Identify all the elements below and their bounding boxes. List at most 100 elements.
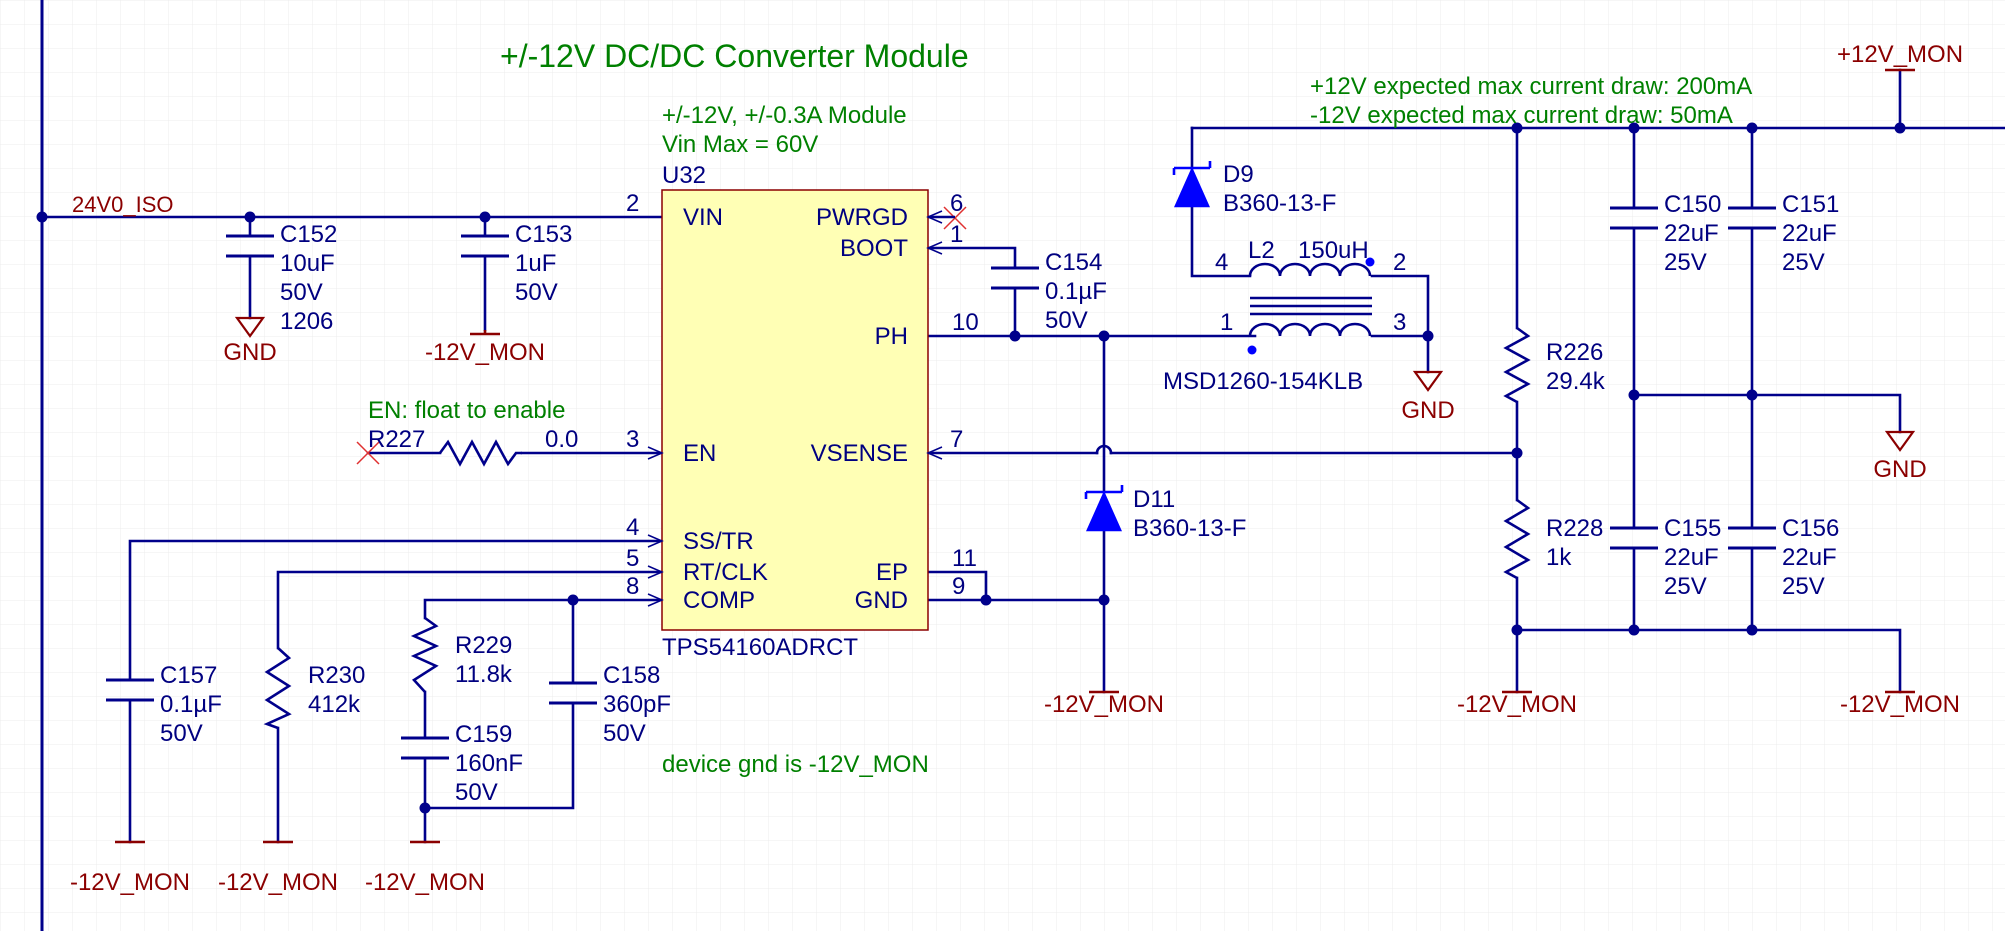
c152-ref: C152 — [280, 221, 337, 248]
neg12-label-c153: -12V_MON — [425, 339, 545, 366]
pin-ph-name: PH — [875, 323, 908, 350]
pin-pwrgd-name: PWRGD — [816, 204, 908, 231]
c150-voltage: 25V — [1664, 249, 1707, 276]
ic-ref-label: U32 — [662, 162, 706, 189]
resistor-zigzags — [263, 326, 1531, 730]
d11-ref: D11 — [1133, 486, 1175, 513]
c155-voltage: 25V — [1664, 573, 1707, 600]
pin-gnd-name: GND — [855, 587, 908, 614]
r230-value: 412k — [308, 691, 361, 718]
net-label-24v0-iso: 24V0_ISO — [72, 192, 174, 217]
d11-symbol — [1085, 490, 1123, 532]
current-note-2: -12V expected max current draw: 50mA — [1310, 102, 1733, 129]
gnd-label-l2: GND — [1401, 397, 1454, 424]
neg12-label-c157: -12V_MON — [70, 869, 190, 896]
neg12-label-c159: -12V_MON — [365, 869, 485, 896]
l2-pin-2: 2 — [1393, 249, 1406, 276]
c158-ref: C158 — [603, 662, 660, 689]
c157-ref: C157 — [160, 662, 217, 689]
inductor-l2 — [1248, 262, 1372, 337]
c154-value: 0.1µF — [1045, 278, 1107, 305]
c153-ref: C153 — [515, 221, 572, 248]
neg12-label-divider: -12V_MON — [1457, 691, 1577, 718]
l2-pin-3: 3 — [1393, 309, 1406, 336]
c150-value: 22uF — [1664, 220, 1719, 247]
c153-value: 1uF — [515, 250, 556, 277]
pin-rtclk-number: 5 — [626, 545, 639, 572]
d9-symbol — [1173, 166, 1211, 208]
pin-sstr-name: SS/TR — [683, 528, 754, 555]
neg12-label-caps: -12V_MON — [1840, 691, 1960, 718]
c155-value: 22uF — [1664, 544, 1719, 571]
pin-ep-name: EP — [876, 559, 908, 586]
pin-gnd-number: 9 — [952, 573, 965, 600]
gnd-symbol-l2 — [1412, 370, 1444, 392]
diodes — [1084, 161, 1212, 532]
c158-value: 360pF — [603, 691, 671, 718]
l2-value: 150uH — [1298, 237, 1369, 264]
r228-value: 1k — [1546, 544, 1572, 571]
r226-ref: R226 — [1546, 339, 1603, 366]
c152-package: 1206 — [280, 308, 333, 335]
power-symbols — [115, 68, 1915, 844]
pin-vsense-number: 7 — [950, 426, 963, 453]
gnd-label-c152: GND — [223, 339, 276, 366]
r228-zigzag — [1503, 498, 1531, 580]
pin-sstr-number: 4 — [626, 514, 639, 541]
pin-boot-name: BOOT — [840, 235, 908, 262]
gnd-symbol-caps — [1884, 430, 1916, 452]
c151-voltage: 25V — [1782, 249, 1825, 276]
r230-ref: R230 — [308, 662, 365, 689]
c153-voltage: 50V — [515, 279, 558, 306]
module-note-2: Vin Max = 60V — [662, 131, 818, 158]
gnd-note: device gnd is -12V_MON — [662, 751, 929, 778]
pin-boot-number: 1 — [950, 221, 963, 248]
r229-value: 11.8k — [455, 661, 513, 688]
l2-pin-4: 4 — [1215, 249, 1228, 276]
c150-ref: C150 — [1664, 191, 1721, 218]
d9-part: B360-13-F — [1223, 190, 1336, 217]
r229-zigzag — [410, 616, 440, 693]
c151-ref: C151 — [1782, 191, 1839, 218]
pin-comp-number: 8 — [626, 573, 639, 600]
r230-zigzag — [263, 647, 292, 730]
junctions — [36, 122, 1906, 814]
r226-value: 29.4k — [1546, 368, 1606, 395]
c156-value: 22uF — [1782, 544, 1837, 571]
r228-ref: R228 — [1546, 515, 1603, 542]
pin-vin-name: VIN — [683, 204, 723, 231]
neg12-label-r230: -12V_MON — [218, 869, 338, 896]
c157-value: 0.1µF — [160, 691, 222, 718]
neg12-label-d11: -12V_MON — [1044, 691, 1164, 718]
c158-voltage: 50V — [603, 720, 646, 747]
current-note-1: +12V expected max current draw: 200mA — [1310, 73, 1752, 100]
pin-rtclk-name: RT/CLK — [683, 559, 768, 586]
c154-ref: C154 — [1045, 249, 1102, 276]
d11-part: B360-13-F — [1133, 515, 1246, 542]
c152-value: 10uF — [280, 250, 335, 277]
module-note-1: +/-12V, +/-0.3A Module — [662, 102, 907, 129]
r226-zigzag — [1503, 326, 1531, 404]
capacitor-plates — [106, 206, 1776, 760]
gnd-label-caps: GND — [1873, 456, 1926, 483]
c156-voltage: 25V — [1782, 573, 1825, 600]
r227-ref: R227 — [368, 426, 425, 453]
inductor-polarity-dots — [1247, 257, 1375, 355]
pin-ph-number: 10 — [952, 309, 979, 336]
l2-ref: L2 — [1248, 237, 1275, 264]
c155-ref: C155 — [1664, 515, 1721, 542]
gnd-symbols — [234, 316, 1916, 452]
c159-ref: C159 — [455, 721, 512, 748]
pin-en-number: 3 — [626, 426, 639, 453]
d9-ref: D9 — [1223, 161, 1254, 188]
pin-comp-name: COMP — [683, 587, 755, 614]
wires — [40, 68, 2005, 844]
c151-value: 22uF — [1782, 220, 1837, 247]
pin-ep-number: 11 — [952, 545, 977, 572]
pin-vsense-name: VSENSE — [811, 440, 908, 467]
en-note: EN: float to enable — [368, 397, 565, 424]
c157-voltage: 50V — [160, 720, 203, 747]
ic-u32-body — [661, 189, 929, 631]
